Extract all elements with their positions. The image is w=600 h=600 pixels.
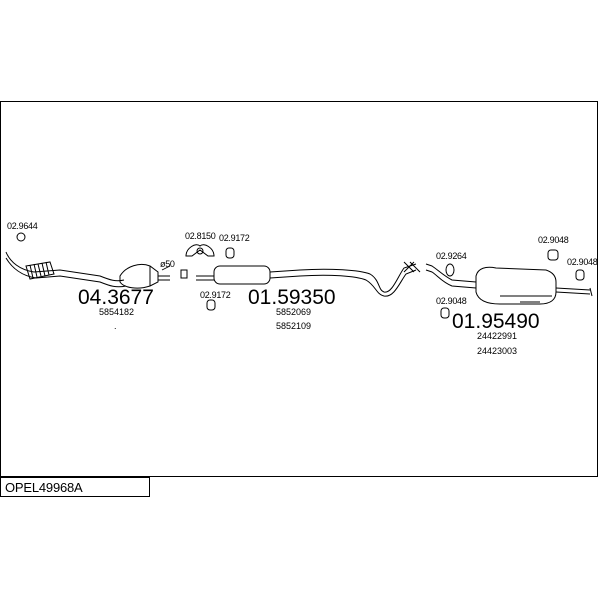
accessory-code: 02.8150 (185, 231, 216, 241)
mid-silencer-oem-1: 5852069 (276, 307, 312, 317)
front-pipe-oem: 5854182 (99, 307, 135, 317)
rear-silencer-oem-2: 24423003 (477, 346, 518, 356)
mid-silencer-part-number: 01.59350 (248, 286, 336, 309)
rear-silencer-part-number: 01.95490 (452, 310, 540, 333)
hanger-9172-top-drawing (225, 247, 235, 259)
diagram-frame (0, 101, 598, 477)
clamp-8150-drawing (185, 244, 215, 257)
clamp-8150-bolt-drawing (196, 247, 204, 255)
rear-silencer-oem-1: 24422991 (477, 331, 518, 341)
rear-silencer-drawing (475, 266, 557, 305)
accessory-code: 02.9048 (538, 235, 569, 245)
accessory-code: 02.9172 (219, 233, 250, 243)
rear-pipe-drawing (425, 263, 477, 289)
ring-9264-drawing (445, 263, 455, 277)
accessory-code: 02.9048 (567, 257, 598, 267)
front-pipe-drawing (5, 251, 127, 288)
flex-joint-drawing (25, 261, 55, 280)
mid-pipe-out-drawing (269, 263, 417, 297)
hanger-9048-b-drawing (547, 249, 559, 261)
catalytic-converter-drawing (119, 263, 170, 289)
title-box: OPEL49968A (0, 477, 150, 497)
accessory-code: 02.9048 (436, 296, 467, 306)
mid-flange-drawing (403, 261, 421, 273)
mid-silencer-drawing (213, 265, 271, 285)
connector-drawing (180, 269, 188, 279)
accessory-code: 02.9264 (436, 251, 467, 261)
hanger-9048-a-drawing (440, 307, 450, 319)
dimension-arrow (161, 265, 171, 271)
diagram-title: OPEL49968A (5, 480, 83, 495)
hanger-9048-c-drawing (575, 269, 585, 281)
mid-silencer-oem-2: 5852109 (276, 321, 312, 331)
ring-9644-drawing (16, 232, 26, 242)
hanger-9172-bottom-drawing (206, 299, 216, 311)
stray-mark: . (114, 321, 117, 331)
accessory-code: 02.9172 (200, 290, 231, 300)
mid-pipe-in-drawing (196, 275, 214, 281)
diameter-label: ø50 (160, 259, 175, 269)
accessory-code: 02.9644 (7, 221, 38, 231)
front-pipe-part-number: 04.3677 (78, 286, 154, 309)
tail-pipe-drawing (555, 287, 593, 297)
